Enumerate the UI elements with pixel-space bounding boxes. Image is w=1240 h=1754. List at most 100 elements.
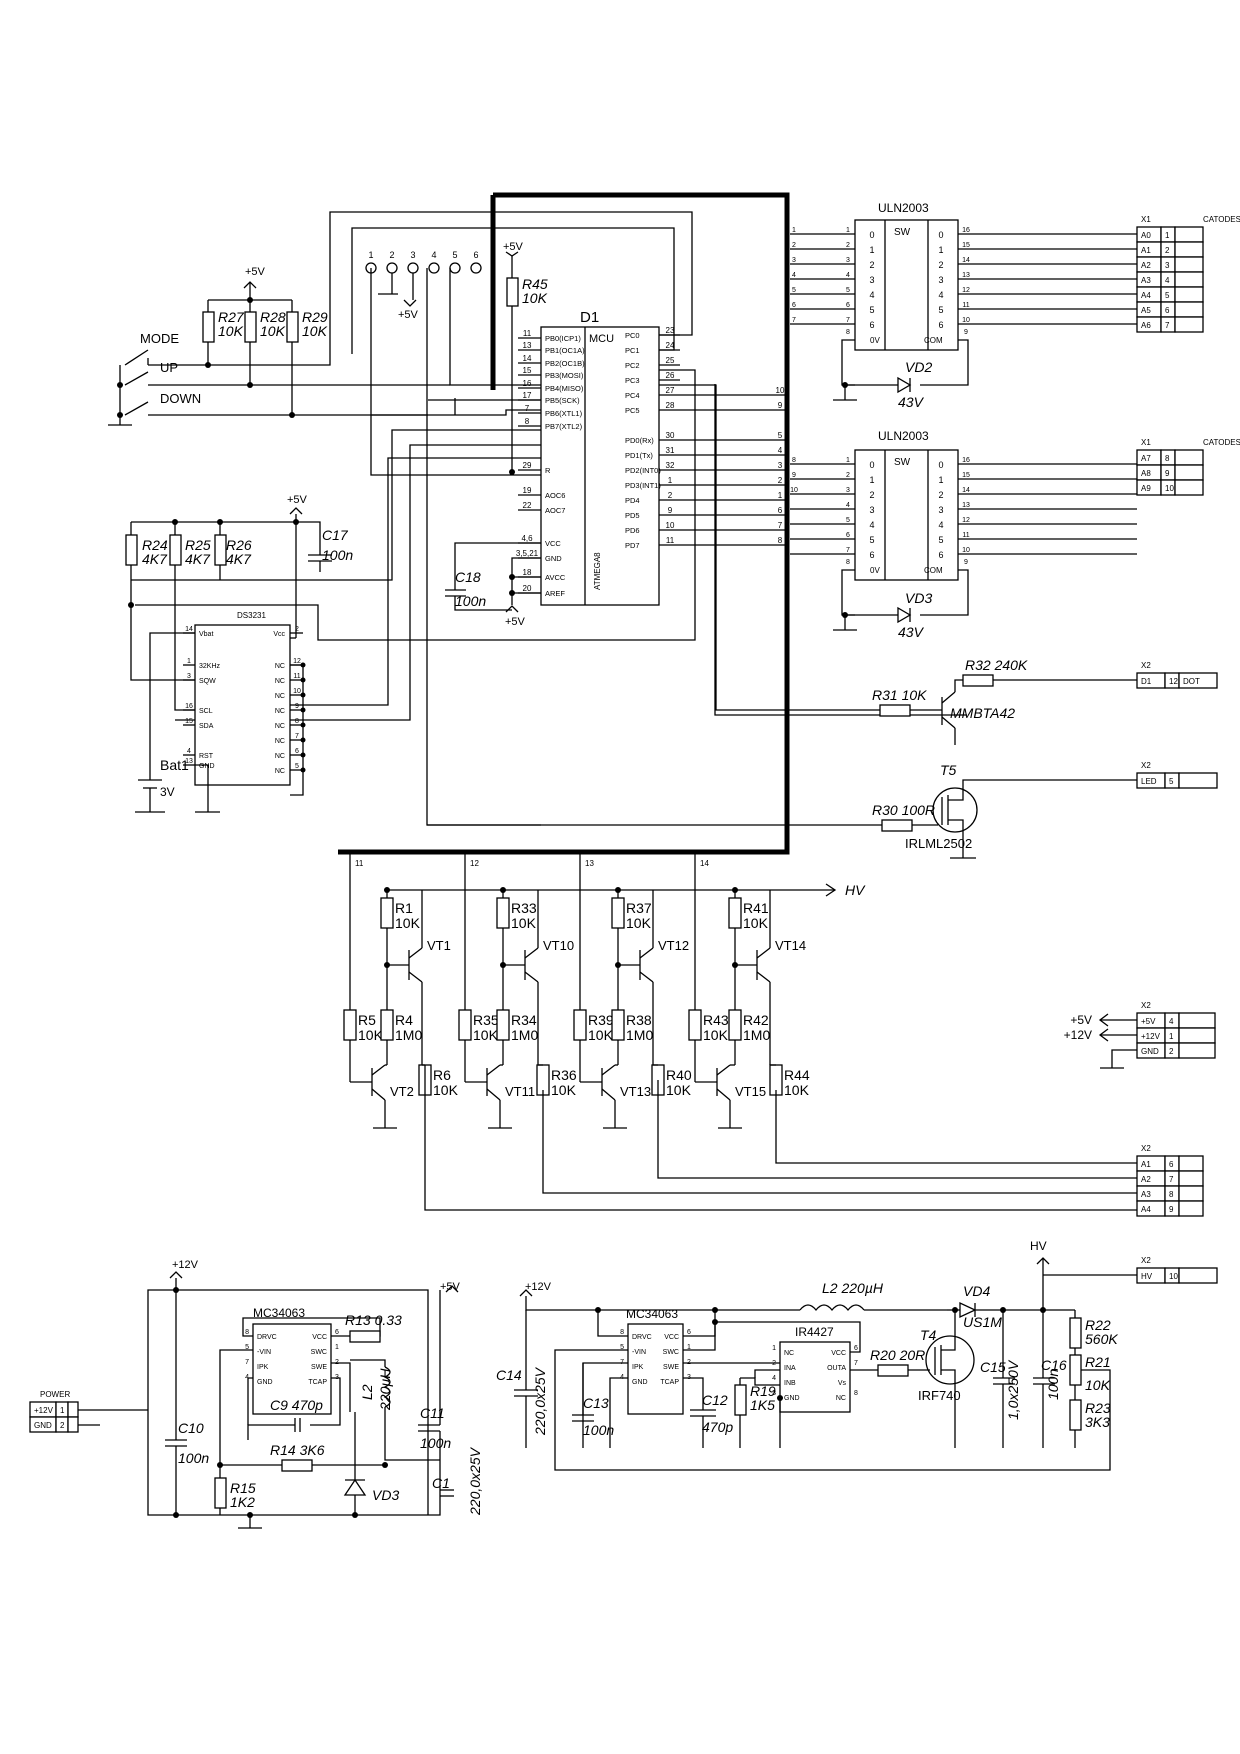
c15-value: 1,0x250V [1005,1359,1021,1420]
anode-high-transistor: VT1 [427,938,451,953]
uln-in-label: 4 [869,520,874,530]
c16-label: C16 [1041,1357,1067,1373]
rtc-pin-num: 8 [295,718,299,725]
mcu-pin-name: PD6 [625,526,640,535]
connector-cell [1178,1267,1218,1284]
anode-bias-label: R38 [626,1012,652,1028]
uln1-sw: SW [894,227,911,238]
uln-out-label: 0 [938,230,943,240]
connector-ref: X2 [1141,761,1151,770]
connector-title: CATODES [1203,438,1240,447]
mcu-pin-name: PB0(ICP1) [545,334,581,343]
bus-pin-num: 2 [778,476,783,485]
bus-pin-num: 4 [778,446,783,455]
r26-label: R26 [226,537,252,553]
uln-com-pin: 9 [964,329,968,336]
c13-value: 100n [583,1422,614,1438]
uln-mcu-pin: 10 [790,487,798,494]
irlml2502-label: IRLML2502 [905,836,972,851]
header-pin-num: 2 [389,250,394,260]
rtc-ds3231: DS3231 14Vbat132KHz3SQW16SCL15SDA4RST13G… [125,494,353,813]
rtc-pin-num: 4 [187,748,191,755]
c18-label: C18 [455,569,481,585]
connector-cell-text: A1 [1141,1160,1151,1169]
uln-in-label: 1 [869,245,874,255]
uln-out-label: 3 [938,505,943,515]
r19-value: 1K5 [750,1397,775,1413]
anode-high-transistor: VT12 [658,938,689,953]
connector-cell [1174,226,1204,243]
r26-value: 4K7 [226,551,252,567]
uln-mcu-pin: 7 [792,317,796,324]
hdr-supply: +5V [398,309,419,321]
uln-in-pin: 2 [846,242,850,249]
uln-in-pin: 7 [846,317,850,324]
uln-out-pin: 12 [962,287,970,294]
connector-cell [1178,1155,1204,1172]
connector-cell-text: 4 [1169,1017,1174,1026]
anode-res-label: R5 [358,1012,376,1028]
bus-pin-num: 5 [778,431,783,440]
ic-pin-num: 5 [620,1344,624,1351]
anode-top-res-value: 10K [626,915,652,931]
ic-pin-num: 1 [772,1345,776,1352]
mcu-pin-name: PC3 [625,376,640,385]
junction [500,887,506,893]
hv-out-label: HV [1030,1239,1047,1253]
anode-out-res-value: 10K [433,1082,459,1098]
connector-cell [1174,256,1204,273]
mcu-pin-name: AREF [545,589,565,598]
connector-cell [1178,1200,1204,1217]
connector-cell [1174,241,1204,258]
anode-bias-label: R4 [395,1012,413,1028]
anode-res-label: R35 [473,1012,499,1028]
connector-cell-text: 9 [1165,469,1170,478]
bus-tap-13: 13 [585,859,594,868]
uln-out-pin: 10 [962,547,970,554]
rtc-pin-name: NC [275,738,285,745]
anode-bias-value: 1M0 [395,1027,422,1043]
connector-ref: X2 [1141,1256,1151,1265]
anode-out-res-label: R6 [433,1067,451,1083]
r45-label: R45 [522,276,548,292]
uln1-gnd: 0V [870,336,880,345]
mcu-pin-num: 9 [668,506,673,515]
c14-value: 220,0x25V [532,1366,548,1436]
anode-top-res-label: R41 [743,900,769,916]
uln2-part: ULN2003 [878,429,929,443]
connector-cell [1174,464,1204,481]
dot-driver: R32 240K R31 10K MMBTA42 [659,384,1137,745]
c10-value: 100n [178,1450,209,1466]
uln-out-label: 6 [938,320,943,330]
rtc-pin-name: NC [275,663,285,670]
header-pin-num: 6 [473,250,478,260]
up-switch[interactable] [124,371,149,386]
uln-out-label: 2 [938,490,943,500]
connector-cell-text: D1 [1141,677,1152,686]
anode-res-value: 10K [703,1027,729,1043]
vd2-label: VD2 [905,359,932,375]
c14-label: C14 [496,1367,522,1383]
mode-switch[interactable] [124,349,149,366]
mcu-part: ATMEGA8 [593,552,602,590]
uln-in-pin: 2 [846,472,850,479]
down-switch[interactable] [124,401,149,416]
r21-label: R21 [1085,1354,1111,1370]
anode-out-res-value: 10K [551,1082,577,1098]
mcu-left-pins: 11PB0(ICP1)13PB1(OC1A)14PB2(OC1B)15PB3(M… [516,329,585,598]
led-driver-t5: T5 R30 100R IRLML2502 [427,762,1137,859]
connector-cell-text: A0 [1141,231,1151,240]
ic-pin-name: INA [784,1365,796,1372]
connector-cell [67,1416,79,1433]
junction [384,887,390,893]
connector-cell-text: 10 [1165,484,1174,493]
rtc-pin-num: 12 [293,658,301,665]
uln-in-label: 5 [869,305,874,315]
r27-value: 10K [218,323,244,339]
uln-out-pin: 10 [962,317,970,324]
bat1-value: 3V [160,785,175,799]
junction [384,962,390,968]
